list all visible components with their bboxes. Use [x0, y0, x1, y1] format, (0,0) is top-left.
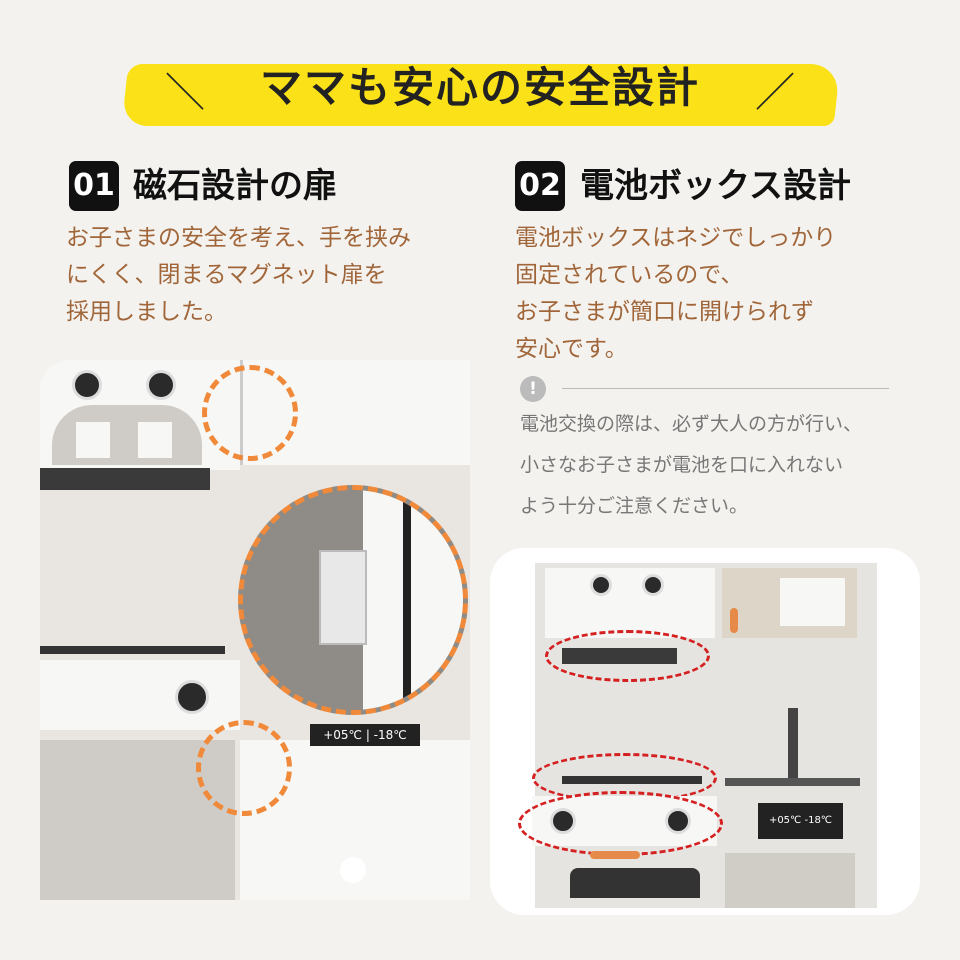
knob [590, 574, 612, 596]
temperature-display: +05℃ | -18℃ [310, 724, 420, 746]
door-gap [403, 500, 411, 700]
text-line: 固定されているので、 [515, 262, 744, 288]
utensil-rail [40, 468, 210, 490]
text-line: よう十分ご注意ください。 [520, 495, 749, 517]
cup [138, 422, 172, 458]
magnet [319, 550, 367, 645]
oven-handle [590, 851, 640, 859]
temperature-display: +05℃ -18℃ [758, 803, 843, 839]
sink [725, 778, 860, 786]
text-line: 採用しました。 [66, 299, 227, 325]
freezer-temp: -18℃ [804, 815, 833, 826]
magnet-highlight-bottom [196, 720, 292, 816]
feature-number-1: 01 [69, 161, 119, 211]
text-line: にくく、閉まるマグネット扉を [66, 262, 387, 288]
cup [76, 422, 110, 458]
oven-window [570, 868, 700, 898]
magnet-closeup [238, 485, 468, 715]
oven-knob [175, 680, 209, 714]
knob [642, 574, 664, 596]
decor-slash-right: ／ [755, 70, 795, 116]
text-line: 電池交換の際は、必ず大人の方が行い、 [520, 413, 863, 435]
battery-highlight [545, 630, 710, 682]
text-line: 安心です。 [515, 336, 628, 362]
door-hole [340, 857, 366, 883]
control-panel [40, 660, 240, 730]
page-title: ママも安心の安全設計 [259, 63, 700, 112]
knob [146, 370, 176, 400]
knob [72, 370, 102, 400]
magnet-door-photo: +05℃ | -18℃ [40, 360, 470, 900]
shelf-alcove [52, 405, 202, 465]
fridge-door [725, 853, 855, 908]
fridge-temp: +05℃ [323, 728, 363, 742]
decor-slash-left: ＼ [165, 70, 205, 116]
fridge-temp: +05℃ [768, 815, 802, 826]
upper-cabinet [545, 568, 715, 638]
kitchen-photo: +05℃ -18℃ [490, 548, 920, 915]
text-line: 電池ボックスはネジでしっかり [515, 225, 837, 251]
microwave-handle [730, 608, 738, 633]
divider [562, 388, 889, 389]
feature-body-2: 電池ボックスはネジでしっかり 固定されているので、 お子さまが簡口に開けられず … [515, 220, 836, 368]
text-line: 小さなお子さまが電池を口に入れない [520, 454, 844, 476]
battery-highlight [518, 791, 723, 856]
feature-body-1: お子さまの安全を考え、手を挟み にくく、閉まるマグネット扉を 採用しました。 [66, 220, 411, 331]
exclamation-icon: ! [520, 376, 546, 402]
microwave-window [780, 578, 845, 626]
feature-title-2: 電池ボックス設計 [580, 166, 851, 206]
door-edge [363, 490, 463, 710]
caution-note: 電池交換の際は、必ず大人の方が行い、 小さなお子さまが電池を口に入れない よう十… [520, 404, 862, 527]
text-line: お子さまの安全を考え、手を挟み [66, 225, 411, 251]
text-line: お子さまが簡口に開けられず [515, 299, 814, 325]
magnet-highlight-top [202, 365, 298, 461]
stove-top [40, 646, 225, 654]
feature-title-1: 磁石設計の扉 [133, 166, 337, 206]
freezer-temp: -18℃ [373, 728, 407, 742]
feature-number-2: 02 [515, 161, 565, 211]
faucet [788, 708, 798, 778]
